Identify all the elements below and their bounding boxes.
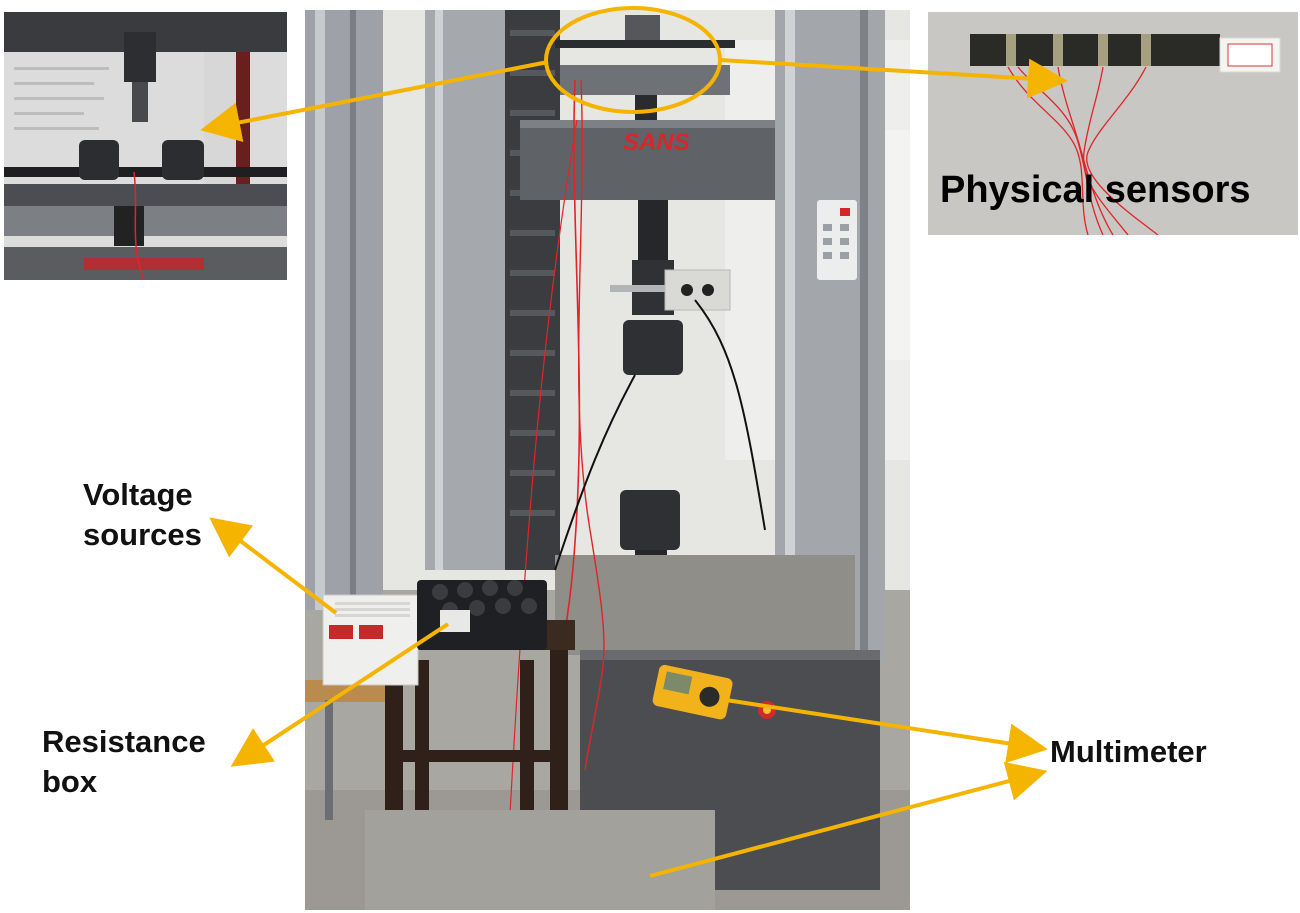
multimeter-upper <box>652 664 733 720</box>
highlight-ellipse <box>544 6 722 114</box>
arrow-to-voltage-label <box>209 517 338 615</box>
upper-grip <box>623 320 683 375</box>
arrow-multimeter-lower <box>649 761 1048 878</box>
arrow-to-resistance-label <box>230 622 450 767</box>
control-pendant <box>817 200 857 280</box>
arrow-multimeter-upper <box>725 698 1048 764</box>
sensor-strip-photo <box>928 12 1298 235</box>
clamp-closeup-illustration <box>4 12 287 280</box>
resistance-box-label: Resistance box <box>42 724 206 799</box>
crosshead <box>520 120 775 200</box>
lower-grip <box>620 490 680 550</box>
clamp-closeup-photo <box>4 12 287 280</box>
concrete-block <box>365 810 715 910</box>
voltage-sources-label: Voltage sources <box>83 477 202 552</box>
testing-machine-illustration: SANS <box>305 10 910 910</box>
resistance-box <box>417 580 547 650</box>
multimeter-label: Multimeter <box>1050 734 1207 769</box>
physical-sensors-label: Physical sensors <box>940 169 1251 211</box>
testing-machine-photo: SANS <box>305 10 910 910</box>
arrow-to-sensor-photo <box>719 58 1068 99</box>
brand-label: SANS <box>623 129 690 156</box>
arrow-to-clamp-closeup <box>200 60 549 143</box>
sensor-strip-illustration <box>928 12 1298 235</box>
